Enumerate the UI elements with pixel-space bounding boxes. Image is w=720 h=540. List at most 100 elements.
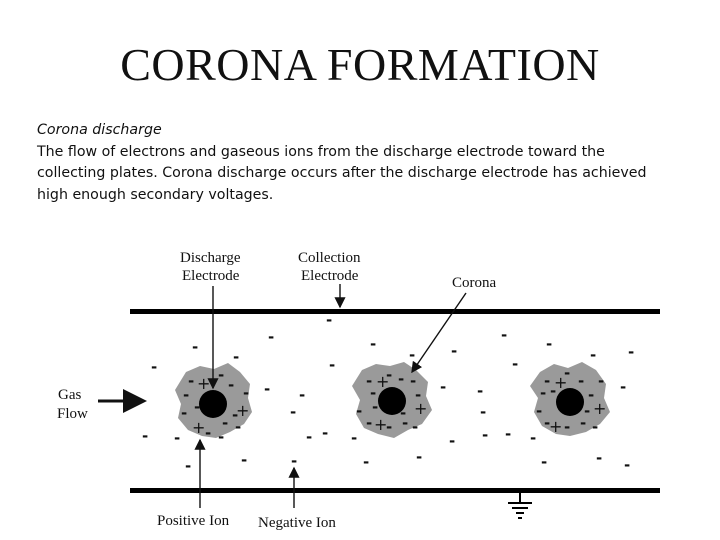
negative-ion: - <box>290 403 296 421</box>
negative-ion: - <box>205 424 211 442</box>
negative-ion: - <box>386 366 392 384</box>
negative-ion: - <box>550 382 556 400</box>
negative-ion: - <box>232 406 238 424</box>
negative-ion: - <box>415 386 421 404</box>
negative-ion: - <box>370 335 376 353</box>
negative-ion: - <box>363 453 369 471</box>
negative-ion: - <box>299 386 305 404</box>
negative-ion: - <box>218 428 224 446</box>
negative-ion: - <box>564 364 570 382</box>
negative-ion: - <box>588 386 594 404</box>
positive-ion: + <box>192 418 205 437</box>
negative-ion: - <box>233 348 239 366</box>
negative-ion: - <box>370 384 376 402</box>
ion-field: - - - - - - - - - - - - - - - - - - - - … <box>142 311 634 475</box>
negative-ion: - <box>194 398 200 416</box>
negative-ion: - <box>188 372 194 390</box>
negative-ion: - <box>530 429 536 447</box>
negative-ion: - <box>329 356 335 374</box>
negative-ion-label: Negative Ion <box>258 515 336 531</box>
negative-ion: - <box>386 418 392 436</box>
negative-ion: - <box>580 414 586 432</box>
positive-ion: + <box>236 401 249 420</box>
negative-ion: - <box>598 372 604 390</box>
gas-flow-label-line2: Flow <box>57 406 88 422</box>
negative-ion: - <box>410 372 416 390</box>
negative-ion: - <box>218 366 224 384</box>
negative-ion: - <box>402 414 408 432</box>
negative-ion: - <box>241 451 247 469</box>
slide-title: CORONA FORMATION <box>120 39 600 90</box>
negative-ion: - <box>624 456 630 474</box>
negative-ion: - <box>628 343 634 361</box>
positive-ion: + <box>593 399 606 418</box>
collection-electrode-label-line1: Collection <box>298 250 361 266</box>
description-block: Corona discharge The flow of electrons a… <box>37 120 677 206</box>
negative-ion: - <box>351 429 357 447</box>
positive-ion: + <box>414 399 427 418</box>
negative-ion: - <box>322 424 328 442</box>
positive-ion: + <box>549 417 562 436</box>
negative-ion: - <box>151 358 157 376</box>
subheading: Corona discharge <box>37 122 162 138</box>
negative-ion: - <box>181 404 187 422</box>
top-collection-plate <box>130 309 660 314</box>
negative-ion: - <box>541 453 547 471</box>
negative-ion: - <box>544 372 550 390</box>
negative-ion: - <box>185 457 191 475</box>
negative-ion: - <box>174 429 180 447</box>
negative-ion: - <box>409 346 415 364</box>
positive-ion-label: Positive Ion <box>157 513 230 529</box>
negative-ion: - <box>268 328 274 346</box>
negative-ion: - <box>235 418 241 436</box>
negative-ion: - <box>477 382 483 400</box>
negative-ion: - <box>584 402 590 420</box>
positive-ion: + <box>197 374 210 393</box>
negative-ion: - <box>505 425 511 443</box>
negative-ion: - <box>228 376 234 394</box>
negative-ion: - <box>540 384 546 402</box>
negative-ion: - <box>482 426 488 444</box>
negative-ion: - <box>546 335 552 353</box>
negative-ion: - <box>440 378 446 396</box>
negative-ion: - <box>192 338 198 356</box>
negative-ion: - <box>142 427 148 445</box>
negative-ion: - <box>544 414 550 432</box>
positive-ion: + <box>376 372 389 391</box>
positive-ion: + <box>554 373 567 392</box>
corona-pointer <box>411 292 467 374</box>
gas-flow-label-line1: Gas <box>58 387 81 403</box>
discharge-electrode-3 <box>556 388 584 416</box>
negative-ion: - <box>451 342 457 360</box>
collection-electrode-label-line2: Electrode <box>301 268 359 284</box>
negative-ion: - <box>222 414 228 432</box>
negative-ion: - <box>596 449 602 467</box>
negative-ion: - <box>620 378 626 396</box>
negative-ion: - <box>480 403 486 421</box>
discharge-electrode-1 <box>199 390 227 418</box>
negative-ion: - <box>590 346 596 364</box>
negative-ion: - <box>306 428 312 446</box>
negative-ion: - <box>536 402 542 420</box>
corona-label: Corona <box>452 275 497 291</box>
negative-ion: - <box>356 402 362 420</box>
negative-ion: - <box>183 386 189 404</box>
bottom-collection-plate <box>130 488 660 493</box>
negative-ion: - <box>501 326 507 344</box>
positive-ion: + <box>374 415 387 434</box>
discharge-electrode-label-line2: Electrode <box>182 268 240 284</box>
negative-ion: - <box>592 418 598 436</box>
negative-ion: - <box>400 404 406 422</box>
negative-ion: - <box>372 398 378 416</box>
discharge-electrode-2 <box>378 387 406 415</box>
negative-ion: - <box>578 372 584 390</box>
negative-ion: - <box>412 418 418 436</box>
negative-ion: - <box>243 384 249 402</box>
negative-ion: - <box>449 432 455 450</box>
negative-ion: - <box>264 380 270 398</box>
negative-ion: - <box>326 311 332 329</box>
negative-ion: - <box>398 370 404 388</box>
negative-ion: - <box>564 418 570 436</box>
negative-ion: - <box>512 355 518 373</box>
